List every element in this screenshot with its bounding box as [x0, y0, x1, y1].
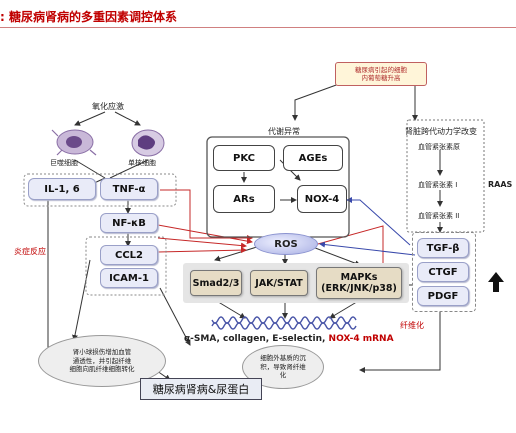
monocyte-label: 单核细胞 — [128, 159, 156, 167]
pkc-box: PKC — [213, 145, 275, 171]
oxidative-stress-label: 氧化应激 — [92, 102, 124, 111]
nox4-box: NOX-4 — [297, 185, 347, 213]
pdgf-box: PDGF — [417, 286, 469, 306]
macrophage-cell-icon — [51, 129, 97, 156]
tgf-beta-box: TGF-β — [417, 238, 469, 258]
dna-helix-icon — [211, 316, 357, 330]
ages-box: AGEs — [283, 145, 343, 171]
metabolic-abnormality-label: 代谢异常 — [268, 127, 300, 136]
mrna-targets: α-SMA, collagen, E-selectin, NOX-4 mRNA — [184, 334, 394, 344]
inflammation-label: 炎症反应 — [14, 247, 46, 256]
mrna-targets-main: α-SMA, collagen, E-selectin, — [184, 334, 329, 344]
angiotensinogen-label: 血管紧张素原 — [418, 143, 460, 151]
icam-1-box: ICAM-1 — [100, 268, 158, 288]
fibrosis-label: 纤维化 — [400, 321, 424, 330]
title-divider — [0, 27, 516, 28]
growth-factors-group — [412, 232, 476, 312]
monocyte-cell-icon — [131, 129, 165, 157]
raas-label: RAAS — [488, 180, 513, 189]
smad-box: Smad2/3 — [190, 270, 242, 296]
nox4-mrna-highlight: NOX-4 mRNA — [328, 334, 394, 344]
glucose-elevation-box: 糖尿病引起的细胞 内葡萄糖升高 — [335, 62, 427, 86]
page-title: : 糖尿病肾病的多重因素调控体系 — [0, 10, 177, 24]
ars-box: ARs — [213, 185, 275, 213]
ccl2-box: CCL2 — [100, 245, 158, 265]
jak-stat-box: JAK/STAT — [250, 270, 308, 296]
angiotensin-2-label: 血管紧张素 II — [418, 212, 460, 220]
macrophage-label: 巨噬细胞 — [50, 159, 78, 167]
il-1-6-box: IL-1, 6 — [28, 178, 96, 200]
up-arrow-icon — [488, 272, 504, 292]
nf-kb-box: NF-κB — [100, 213, 158, 233]
angiotensin-1-label: 血管紧张素 I — [418, 181, 458, 189]
ctgf-box: CTGF — [417, 262, 469, 282]
hemodynamic-change-label: 肾脏跨代动力学改变 — [405, 127, 477, 136]
mapks-box: MAPKs (ERK/JNK/p38) — [316, 267, 402, 299]
diabetic-nephropathy-outcome: 糖尿病肾病&尿蛋白 — [140, 378, 262, 400]
ros-node: ROS — [254, 233, 318, 255]
tnf-alpha-box: TNF-α — [100, 178, 158, 200]
